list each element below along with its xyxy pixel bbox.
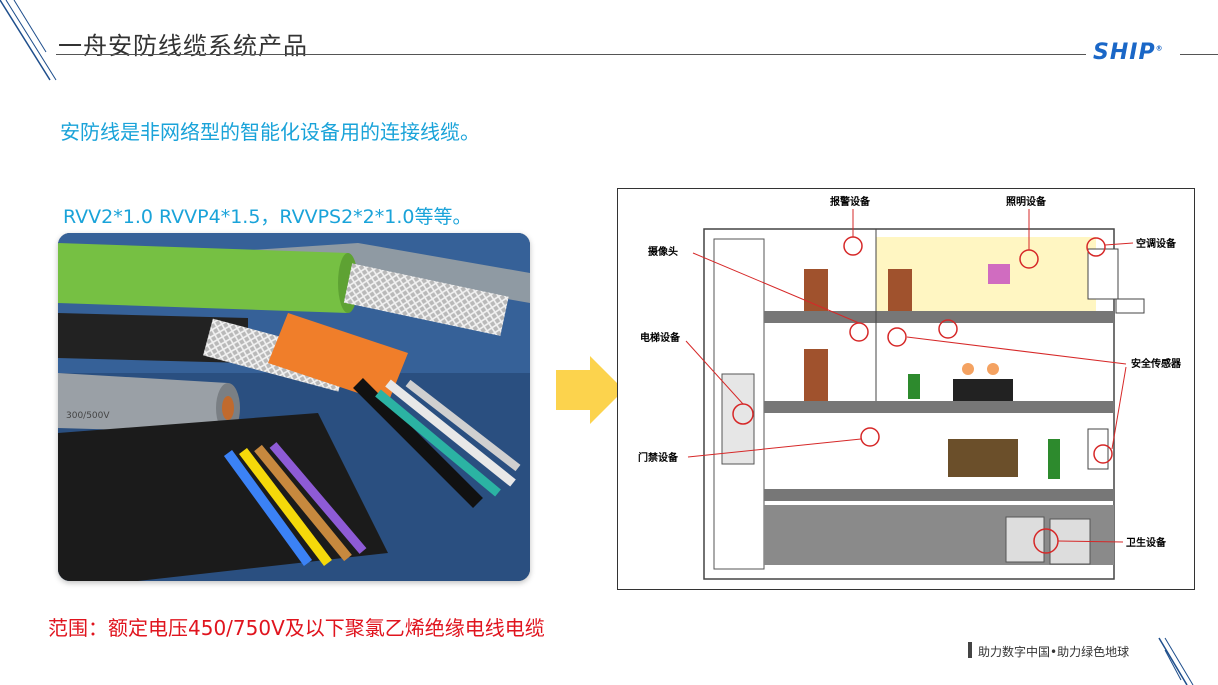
label-sensor: 安全传感器 [1131, 357, 1182, 370]
label-camera: 摄像头 [648, 245, 678, 258]
label-ac: 空调设备 [1136, 237, 1177, 250]
label-lighting: 照明设备 [1006, 195, 1047, 208]
ship-logo: SHIP® [1093, 40, 1164, 65]
cable-photo: 300/500V [58, 233, 530, 581]
corner-decoration [0, 0, 57, 81]
label-access: 门禁设备 [638, 451, 679, 464]
label-sanitary: 卫生设备 [1126, 536, 1167, 549]
label-alarm: 报警设备 [830, 195, 871, 208]
intro-text: 安防线是非网络型的智能化设备用的连接线缆。 [60, 120, 480, 144]
footer-slogan: 助力数字中国•助力绿色地球 [978, 645, 1130, 659]
label-elevator: 电梯设备 [640, 331, 681, 344]
building-security-diagram: 报警设备 照明设备 摄像头 空调设备 电梯设备 安全传感器 门禁设备 卫生设备 [617, 188, 1195, 590]
cable-models-text: RVV2*1.0 RVVP4*1.5，RVVPS2*2*1.0等等。 [63, 206, 472, 228]
page-title: 一舟安防线缆系统产品 [58, 32, 308, 60]
corner-decoration-bottom [1158, 637, 1194, 685]
header-divider-right [1180, 54, 1218, 55]
header-divider [56, 54, 1086, 55]
cable-print-label: 300/500V [66, 411, 110, 421]
scope-text: 范围：额定电压450/750V及以下聚氯乙烯绝缘电线电缆 [48, 616, 545, 640]
footer-bar [968, 642, 972, 658]
arrow-right-icon [556, 356, 624, 424]
